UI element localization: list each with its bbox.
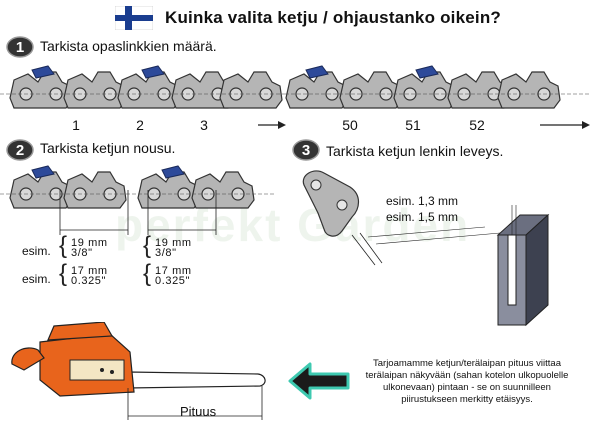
finnish-flag-icon bbox=[115, 6, 153, 30]
pitch-value-mm: 19 mm bbox=[155, 237, 192, 249]
pitch-row-1-values: 19 mm 3/8" bbox=[71, 237, 108, 259]
pitch-row-2-brace: { bbox=[59, 260, 68, 287]
pitch-value-mm: 17 mm bbox=[155, 265, 192, 277]
svg-text:1: 1 bbox=[16, 39, 24, 56]
chainsaw-illustration bbox=[11, 322, 266, 420]
width-example-2: esim. 1,5 mm bbox=[386, 210, 459, 224]
pitch-row-1-prefix: esim. bbox=[22, 244, 51, 258]
svg-text:2: 2 bbox=[16, 142, 24, 159]
pitch-value-inch: 0.325" bbox=[155, 275, 191, 287]
link-number-2: 2 bbox=[136, 117, 144, 133]
length-label: Pituus bbox=[180, 404, 217, 419]
link-number-52: 52 bbox=[469, 117, 485, 133]
link-number-51: 51 bbox=[405, 117, 421, 133]
pitch-row-2-values-right: 17 mm 0.325" bbox=[155, 265, 192, 287]
pitch-row-2-prefix: esim. bbox=[22, 272, 51, 286]
width-example-1: esim. 1,3 mm bbox=[386, 194, 459, 208]
link-width-diagram bbox=[302, 170, 550, 327]
step-2-label: Tarkista ketjun nousu. bbox=[40, 140, 176, 156]
pitch-row-1-values-right: 19 mm 3/8" bbox=[155, 237, 192, 259]
svg-text:3: 3 bbox=[302, 142, 310, 159]
pitch-value-inch: 0.325" bbox=[71, 275, 107, 287]
pitch-value-mm: 17 mm bbox=[71, 265, 108, 277]
pitch-row-2-values: 17 mm 0.325" bbox=[71, 265, 108, 287]
chain-diagram-step-1 bbox=[0, 65, 590, 129]
pitch-row-1-brace: { bbox=[59, 232, 68, 259]
bar-length-info-text: Tarjoamamme ketjun/terälaipan pituus vii… bbox=[365, 358, 569, 405]
link-number-1: 1 bbox=[72, 117, 80, 133]
page-title: Kuinka valita ketju / ohjaustanko oikein… bbox=[165, 8, 501, 27]
step-1-label: Tarkista opaslinkkien määrä. bbox=[40, 38, 217, 54]
step-2-badge-icon: 2 bbox=[6, 139, 34, 161]
pitch-row-2-brace-right: { bbox=[143, 260, 152, 287]
pitch-value-inch: 3/8" bbox=[155, 247, 177, 259]
step-1-badge-icon: 1 bbox=[6, 36, 34, 58]
step-3-label: Tarkista ketjun lenkin leveys. bbox=[326, 143, 504, 159]
pitch-value-mm: 19 mm bbox=[71, 237, 108, 249]
pitch-row-1-brace-right: { bbox=[143, 232, 152, 259]
chain-diagram-step-2 bbox=[0, 165, 275, 235]
pitch-value-inch: 3/8" bbox=[71, 247, 93, 259]
step-3-badge-icon: 3 bbox=[292, 139, 320, 161]
link-number-50: 50 bbox=[342, 117, 358, 133]
link-number-3: 3 bbox=[200, 117, 208, 133]
left-arrow-icon bbox=[288, 362, 350, 400]
